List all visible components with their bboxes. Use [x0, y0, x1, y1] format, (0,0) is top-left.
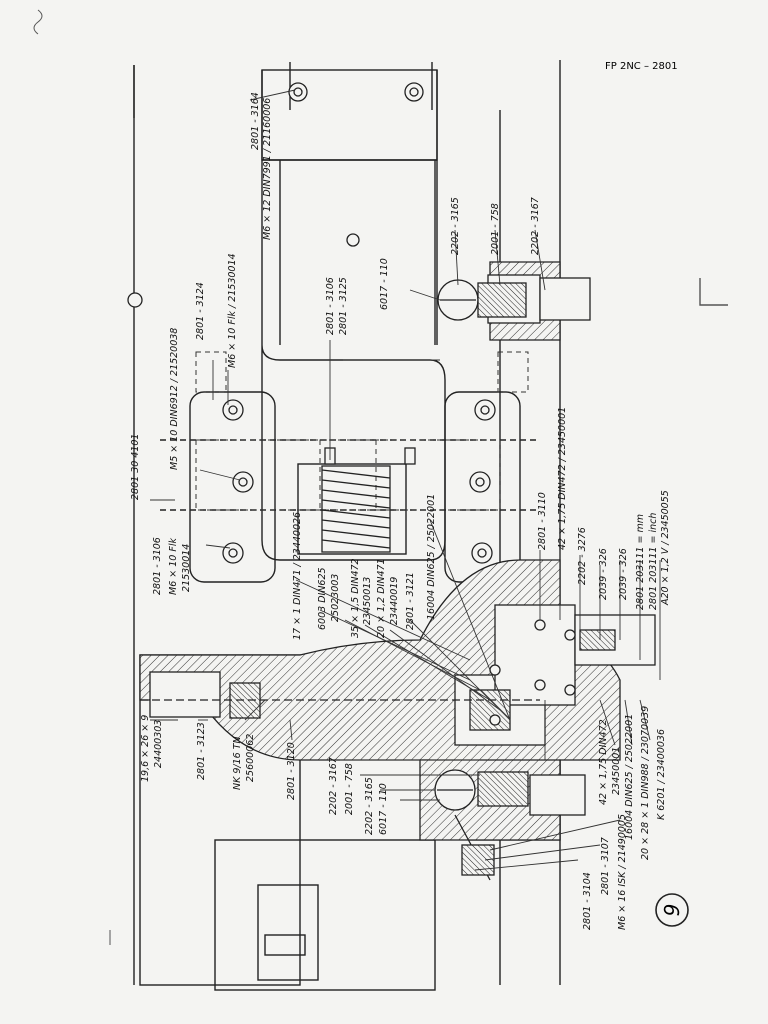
label-35-din472-2: 23450013: [362, 577, 373, 625]
label-17-din471: 17 × 1 DIN471 / 23440026: [292, 512, 303, 640]
drawing-id: FP 2NC – 2801: [605, 61, 678, 72]
label-m6-10-flk-top: M6 × 10 Flk / 21530014: [227, 253, 238, 368]
label-20-din471-2: 23440019: [389, 577, 400, 625]
label-6017-110-bot: 6017 - 110: [378, 783, 389, 835]
label-2801-3104: 2801 - 3104: [582, 872, 593, 930]
label-24400303: 24400303: [153, 720, 164, 768]
label-20-28-din988: 20 × 28 × 1 DIN988 / 23070039: [640, 706, 651, 860]
page-number-text: 9: [660, 904, 684, 917]
label-nk9-16tn: NK 9/16 TN: [232, 736, 243, 790]
label-6017-110-top: 6017 - 110: [379, 258, 390, 310]
label-2801-203111-inch: 2801 203111 = inch: [648, 513, 659, 610]
page-number: 9: [655, 893, 689, 927]
label-6003-din625-1: 6003 DIN625: [317, 567, 328, 630]
label-2801-3164: 2801 - 3164: [250, 92, 261, 150]
label-a20-din: A20 × 1,2 V / 23450055: [660, 490, 671, 606]
label-16004-din625-bot: 16004 DIN625 / 25022001: [624, 714, 635, 840]
label-19-6-26-9: 19,6 × 26 × 9: [140, 715, 151, 782]
label-6003-din625-2: 25023003: [330, 574, 341, 622]
label-2801-3120: 2801 - 3120: [286, 742, 297, 800]
label-2801-3106-left: 2801 - 3106: [152, 537, 163, 595]
housing-outline: [133, 60, 561, 991]
label-42-din472-bot-2: 23450001: [611, 747, 622, 795]
label-2801-30-4101: 2801 30 4101: [130, 434, 141, 500]
label-2801-3121: 2801 - 3121: [405, 572, 416, 630]
bolt-heads: [127, 82, 496, 564]
label-2202-3276: 2202 - 3276: [577, 527, 588, 585]
leader-lines: [150, 89, 661, 871]
label-2801-3106-top: 2801 - 3106: [325, 277, 336, 335]
label-2801-3107: 2801 - 3107: [600, 837, 611, 895]
label-m6-12-din7991: M6 × 12 DIN7991 / 21160006: [262, 98, 273, 240]
label-42-din472-bot-1: 42 × 1,75 DIN472: [598, 719, 609, 805]
label-m6-10-flk-left-1: M6 × 10 Flk: [168, 538, 179, 595]
label-20-din471-1: 20 × 1,2 DIN471: [376, 558, 387, 638]
label-2001-758-bot: 2001 - 758: [344, 763, 355, 815]
label-2202-3165-top: 2202 - 3165: [450, 197, 461, 255]
label-25600062: 25600062: [245, 734, 256, 782]
lower-plunger: [419, 759, 586, 881]
label-m6-10-flk-left-2: 21530014: [181, 544, 192, 592]
label-2801-203111-mm: 2801 203111 = mm: [635, 514, 646, 610]
label-16004-din625-top: 16004 DIN625 / 25022001: [426, 494, 437, 620]
label-2801-3125: 2801 - 3125: [338, 277, 349, 335]
label-2801-3123: 2801 - 3123: [196, 722, 207, 780]
label-2801-3110: 2801 - 3110: [537, 492, 548, 550]
upper-plunger: [437, 261, 591, 341]
label-2202-3167-top: 2202 - 3167: [530, 197, 541, 255]
label-m5-10-din6912: M5 × 10 DIN6912 / 21520038: [169, 328, 180, 470]
label-35-din472-1: 35 × 1,5 DIN472: [350, 558, 361, 638]
label-2202-3167-bot: 2202 - 3167: [328, 757, 339, 815]
label-m6-16-isk: M6 × 16 ISK / 21490005: [617, 814, 628, 930]
label-42-din472-top: 42 × 1,75 DIN472 / 23450001: [557, 407, 568, 550]
hidden-lines: [195, 351, 529, 511]
label-2039-326-b: 2039 - 326: [618, 548, 629, 600]
label-2801-3124: 2801 - 3124: [195, 282, 206, 340]
label-k6201: K 6201 / 23400036: [656, 729, 667, 820]
label-2001-758-top: 2001 - 758: [490, 203, 501, 255]
label-2202-3165-bot: 2202 - 3165: [364, 777, 375, 835]
label-2039-326-a: 2039 - 326: [598, 548, 609, 600]
part-labels: 2801 - 3164 M6 × 12 DIN7991 / 21160006 2…: [130, 92, 671, 930]
corner-marks: [33, 9, 728, 945]
